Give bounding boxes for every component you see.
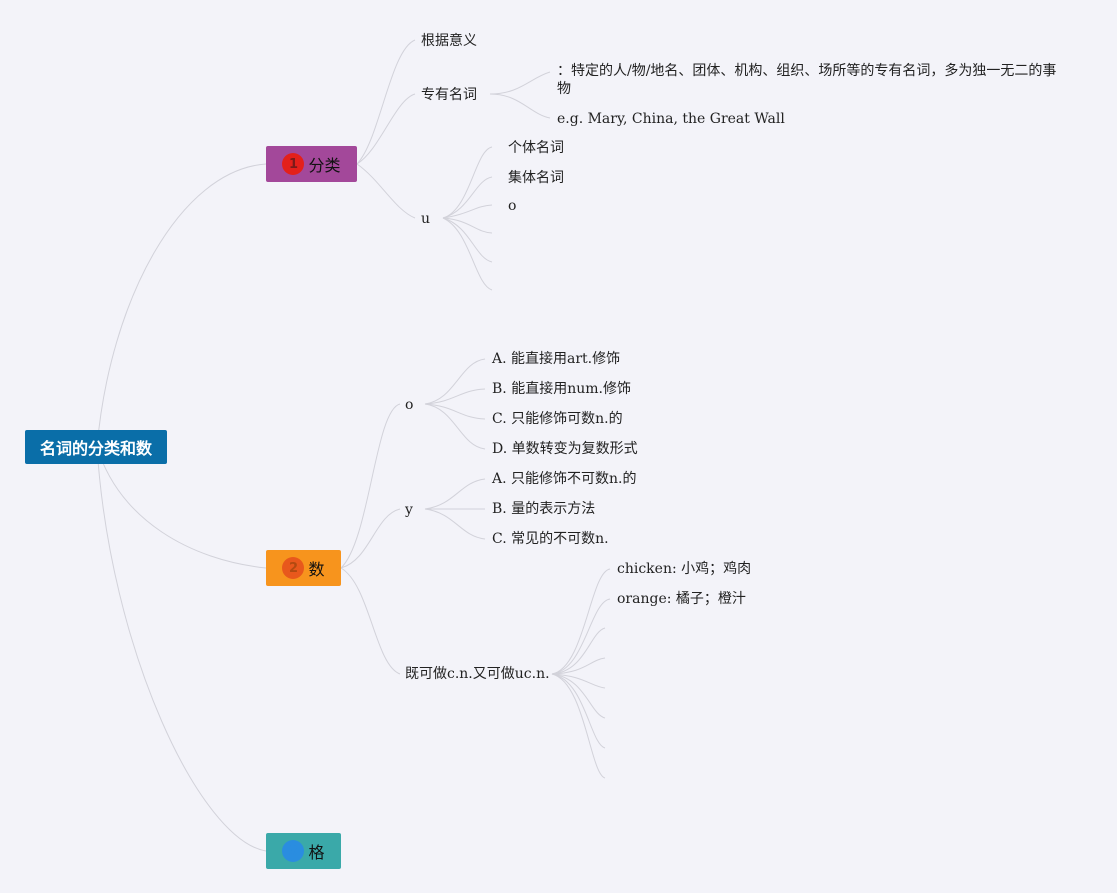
badge-1: 1 <box>282 153 305 175</box>
badge-2: 2 <box>282 557 305 579</box>
node-u-child[interactable]: 集体名词 <box>508 170 564 186</box>
node-zhuan-eg[interactable]: e.g. Mary, China, the Great Wall <box>557 111 785 127</box>
node-u[interactable]: u <box>421 211 431 227</box>
node-zhuan-def[interactable]: ：特定的人/物/地名、团体、机构、组织、场所等的专有名词，多为独一无二的事物 <box>557 63 1057 97</box>
branch-fenlei[interactable]: 1 分类 <box>266 146 357 182</box>
node-o-child[interactable]: D. 单数转变为复数形式 <box>492 441 638 457</box>
node-o-child[interactable]: A. 能直接用art.修饰 <box>492 351 621 367</box>
node-gen-ju[interactable]: 根据意义 <box>421 33 477 49</box>
branch-label-fenlei: 分类 <box>308 156 341 175</box>
node-y-child[interactable]: B. 量的表示方法 <box>492 501 596 517</box>
root-node[interactable]: 名词的分类和数 <box>25 430 167 464</box>
node-u-child[interactable]: o <box>508 198 517 214</box>
branch-shu[interactable]: 2 数 <box>266 550 341 586</box>
node-y-child[interactable]: C. 常见的不可数n. <box>492 531 609 547</box>
node-o-child[interactable]: B. 能直接用num.修饰 <box>492 381 631 397</box>
node-o-child[interactable]: C. 只能修饰可数n.的 <box>492 411 623 427</box>
node-o[interactable]: o <box>405 397 414 413</box>
node-y[interactable]: y <box>405 502 413 518</box>
branch-label-ge: 格 <box>308 843 325 862</box>
node-both-child[interactable]: chicken: 小鸡；鸡肉 <box>617 561 752 577</box>
branch-label-shu: 数 <box>308 560 325 579</box>
node-y-child[interactable]: A. 只能修饰不可数n.的 <box>492 471 637 487</box>
node-zhuan-you[interactable]: 专有名词 <box>421 87 477 103</box>
node-u-child[interactable]: 个体名词 <box>508 140 564 156</box>
root-label: 名词的分类和数 <box>39 439 152 458</box>
badge-3: 3 <box>282 840 305 862</box>
branch-ge[interactable]: 3 格 <box>266 833 341 869</box>
node-both-child[interactable]: orange: 橘子；橙汁 <box>617 591 746 607</box>
node-both[interactable]: 既可做c.n.又可做uc.n. <box>405 666 550 682</box>
